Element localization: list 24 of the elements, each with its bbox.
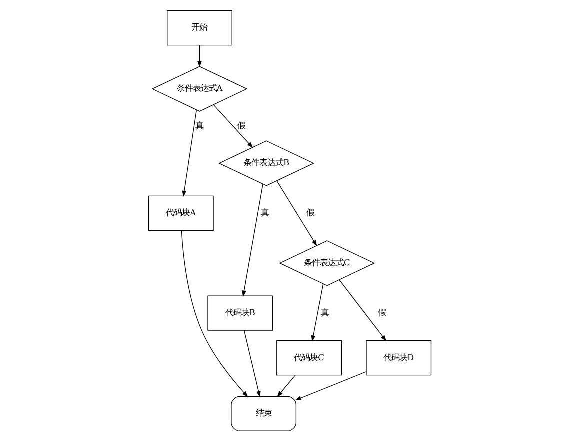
edge-label: 真 — [195, 120, 204, 130]
edge-label: 假 — [306, 208, 314, 218]
arrow — [181, 230, 248, 398]
arrow — [276, 180, 318, 247]
edge-label: 真 — [320, 307, 329, 318]
node-diamond: 条件表达式A — [152, 66, 248, 112]
arrow — [213, 104, 254, 148]
edge-label: 假 — [378, 307, 386, 318]
node-box: 代码块A — [148, 196, 214, 231]
arrow — [339, 280, 387, 342]
arrow — [198, 45, 202, 68]
arrow — [311, 284, 324, 342]
arrow — [242, 184, 264, 298]
node-box: 代码块D — [366, 340, 432, 376]
node-box: 结束 — [231, 396, 297, 432]
arrow — [244, 330, 261, 398]
arrow — [277, 375, 296, 398]
node-box: 代码块C — [276, 340, 342, 376]
edge-label: 真 — [260, 208, 269, 218]
arrow — [295, 372, 367, 401]
node-box: 代码块B — [208, 296, 274, 331]
node-box: 开始 — [167, 10, 232, 46]
edge-label: 假 — [237, 120, 246, 130]
arrow — [182, 110, 198, 198]
